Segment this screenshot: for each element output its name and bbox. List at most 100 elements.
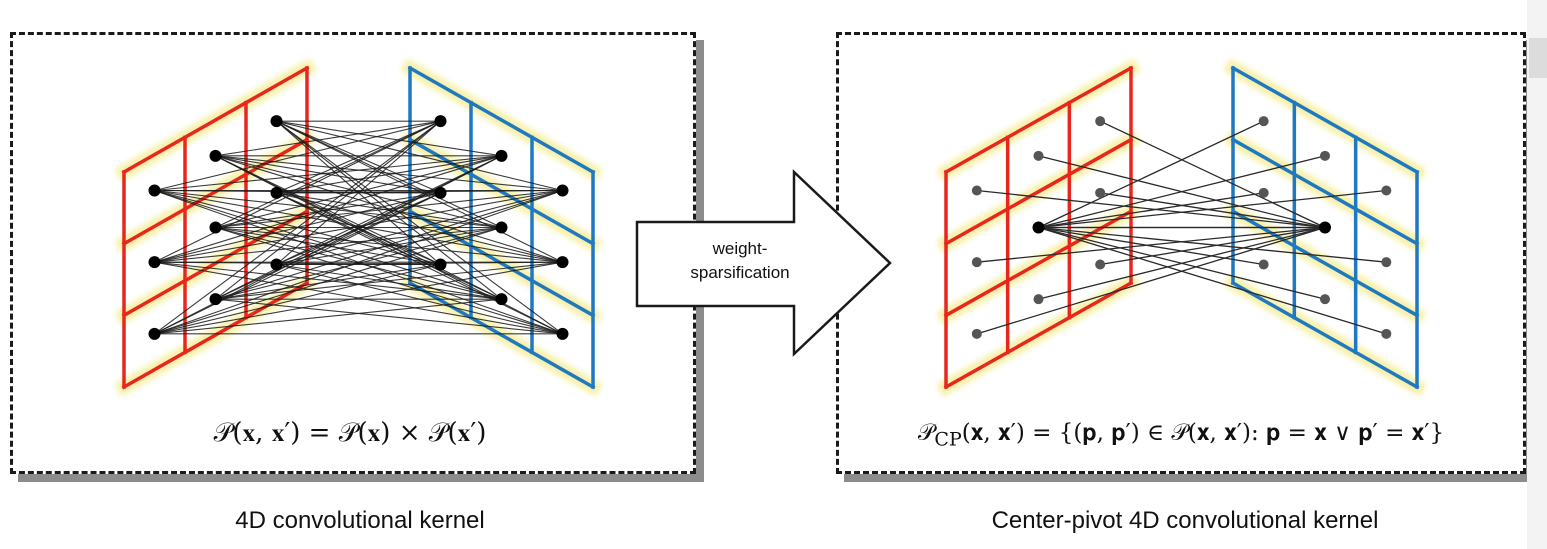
edge bbox=[276, 189, 563, 266]
edge bbox=[276, 226, 502, 266]
node bbox=[1033, 150, 1044, 161]
node bbox=[1258, 116, 1269, 127]
left-kernel-graphic bbox=[114, 58, 603, 397]
node bbox=[270, 186, 283, 199]
edge bbox=[276, 120, 441, 194]
edge bbox=[154, 120, 441, 335]
right-kernel-graphic bbox=[936, 58, 1427, 397]
formula-part: (𝐱, 𝐱′) = {(𝐩, 𝐩′) ∈ 𝒫(𝐱, 𝐱′): 𝐩 = 𝐱 ∨ 𝐩… bbox=[961, 420, 1445, 446]
grid-line bbox=[943, 208, 1134, 318]
dense-edges bbox=[154, 120, 563, 335]
edge bbox=[1038, 192, 1264, 229]
arrow-label-line2: sparsification bbox=[690, 263, 790, 282]
scrollbar-thumb[interactable] bbox=[1529, 38, 1547, 78]
formula-part: , bbox=[255, 418, 272, 448]
edge bbox=[215, 155, 502, 300]
node bbox=[148, 256, 161, 269]
edge bbox=[1100, 226, 1326, 266]
formula-part: ) × 𝒫( bbox=[380, 418, 458, 448]
edge bbox=[276, 263, 502, 300]
node bbox=[495, 221, 508, 234]
node bbox=[148, 327, 161, 340]
formula-part: 𝐱 bbox=[242, 418, 256, 448]
edge bbox=[215, 263, 441, 300]
right-blue-grid bbox=[1223, 58, 1427, 397]
node bbox=[1320, 294, 1330, 305]
formula-part: 𝒫 bbox=[917, 420, 935, 446]
edge bbox=[976, 189, 1326, 229]
node bbox=[556, 256, 569, 269]
left-formula: 𝒫(𝐱, 𝐱′) = 𝒫(𝐱) × 𝒫(𝐱′) bbox=[90, 418, 610, 449]
node bbox=[495, 293, 508, 306]
pivot-node bbox=[1319, 221, 1331, 234]
edge bbox=[215, 189, 563, 229]
node bbox=[1095, 187, 1106, 198]
node bbox=[556, 184, 569, 197]
edge bbox=[276, 155, 502, 265]
edge bbox=[1100, 192, 1326, 229]
grid-line bbox=[407, 137, 596, 247]
node bbox=[434, 186, 447, 199]
grid-line bbox=[943, 65, 1134, 175]
edge bbox=[1038, 226, 1387, 263]
node bbox=[1258, 259, 1269, 270]
edge bbox=[154, 298, 502, 335]
edge bbox=[1038, 155, 1326, 229]
left-caption: 4D convolutional kernel bbox=[235, 507, 485, 534]
formula-part: 𝐱′ bbox=[271, 418, 291, 448]
node bbox=[971, 185, 982, 196]
edge bbox=[276, 192, 441, 266]
edge bbox=[276, 263, 563, 335]
edge bbox=[215, 189, 563, 300]
node bbox=[270, 115, 283, 128]
sparse-edges bbox=[976, 120, 1387, 335]
right-caption: Center-pivot 4D convolutional kernel bbox=[991, 507, 1379, 534]
formula-part: ) bbox=[476, 418, 487, 448]
grid-line bbox=[943, 137, 1134, 247]
edge bbox=[976, 226, 1326, 263]
edge bbox=[276, 120, 502, 157]
right-edge-scrollbar[interactable] bbox=[1527, 0, 1547, 549]
grid-line bbox=[1230, 65, 1420, 175]
right-formula: 𝒫CP(𝐱, 𝐱′) = {(𝐩, 𝐩′) ∈ 𝒫(𝐱, 𝐱′): 𝐩 = 𝐱 … bbox=[840, 420, 1522, 451]
edge bbox=[154, 192, 441, 335]
formula-part: 𝒫( bbox=[213, 418, 243, 448]
edge bbox=[1038, 189, 1387, 229]
edge bbox=[154, 155, 502, 263]
left-blue-grid bbox=[400, 58, 603, 397]
grid-line bbox=[1230, 208, 1420, 318]
node bbox=[971, 328, 982, 339]
node bbox=[434, 258, 447, 271]
arrow-label-line1: weight- bbox=[712, 239, 768, 258]
edge bbox=[215, 120, 441, 228]
edge bbox=[154, 189, 563, 263]
edge bbox=[1038, 226, 1326, 300]
sparsification-arrow bbox=[635, 169, 892, 357]
formula-part: ) = 𝒫( bbox=[290, 418, 368, 448]
node bbox=[495, 149, 508, 162]
grid-line bbox=[121, 137, 310, 247]
edge bbox=[154, 189, 563, 335]
edge bbox=[154, 155, 502, 192]
arrow-label: weight- sparsification bbox=[660, 237, 820, 285]
grid-line bbox=[407, 65, 596, 175]
grid-line bbox=[121, 65, 310, 175]
edge bbox=[1099, 120, 1326, 229]
edge bbox=[154, 226, 502, 335]
edge bbox=[276, 155, 502, 194]
node bbox=[1095, 259, 1106, 270]
formula-part: 𝐱 bbox=[367, 418, 381, 448]
node bbox=[1258, 187, 1269, 198]
node bbox=[209, 149, 222, 162]
edge bbox=[215, 261, 563, 300]
node bbox=[1033, 294, 1044, 305]
edge bbox=[276, 120, 441, 265]
edge bbox=[154, 120, 441, 263]
node bbox=[270, 258, 283, 271]
node bbox=[1381, 328, 1392, 339]
edge bbox=[215, 120, 441, 300]
node bbox=[1381, 257, 1392, 268]
node bbox=[1381, 185, 1392, 196]
pivot-node bbox=[1032, 221, 1045, 234]
